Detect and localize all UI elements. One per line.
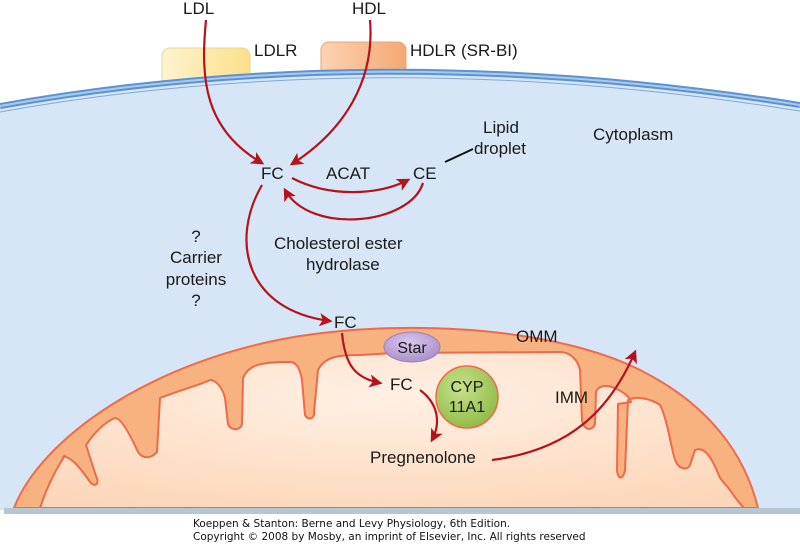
baseline-bar <box>4 508 800 514</box>
label-cyp-1: CYP <box>451 379 484 396</box>
label-hydrolase-2: hydrolase <box>306 255 380 274</box>
label-fc-matrix: FC <box>390 375 413 394</box>
label-lipid-droplet-2: droplet <box>474 139 526 158</box>
arrow-pregnenolone-export <box>491 349 637 462</box>
label-acat: ACAT <box>326 164 370 183</box>
label-pregnenolone: Pregnenolone <box>370 448 476 467</box>
inner-mitochondrial-membrane <box>39 351 745 509</box>
label-hdl: HDL <box>352 0 386 18</box>
caption-line-2: Copyright © 2008 by Mosby, an imprint of… <box>193 531 586 543</box>
arrow-ldl-to-fc <box>202 19 265 165</box>
arrow-acat-fc-to-ce <box>291 177 411 194</box>
figure-caption: Koeppen & Stanton: Berne and Levy Physio… <box>193 518 586 544</box>
caption-line-1: Koeppen & Stanton: Berne and Levy Physio… <box>193 518 511 530</box>
label-ldlr: LDLR <box>254 41 297 60</box>
label-ce: CE <box>413 164 437 183</box>
arrow-fc-to-omm-fc <box>245 184 333 327</box>
label-cytoplasm: Cytoplasm <box>593 125 673 144</box>
label-carrier-1: Carrier <box>170 248 222 267</box>
label-fc-omm: FC <box>334 313 357 332</box>
label-hdlr: HDLR (SR-BI) <box>410 41 518 60</box>
label-cyp-2: 11A1 <box>449 399 485 416</box>
arrow-hydrolase-ce-to-fc <box>283 182 425 221</box>
arrow-fc-to-pregnenolone <box>419 389 443 443</box>
label-lipid-droplet-1: Lipid <box>483 118 519 137</box>
lipid-droplet-pointer <box>444 148 474 163</box>
cyp11a1-enzyme <box>435 365 499 429</box>
mitochondrion <box>12 326 760 509</box>
label-carrier-q2: ? <box>191 291 200 310</box>
label-imm: IMM <box>555 388 588 407</box>
arrow-hdl-to-fc <box>289 19 372 166</box>
label-ldl: LDL <box>183 0 214 18</box>
label-star: Star <box>397 340 427 357</box>
label-hydrolase-1: Cholesterol ester <box>274 234 403 253</box>
label-fc-cytoplasm: FC <box>261 164 284 183</box>
arrow-omm-fc-to-matrix-fc <box>340 332 383 388</box>
label-omm: OMM <box>516 327 558 346</box>
label-carrier-2: proteins <box>166 270 226 289</box>
star-protein <box>383 331 441 363</box>
label-carrier-q1: ? <box>191 227 200 246</box>
